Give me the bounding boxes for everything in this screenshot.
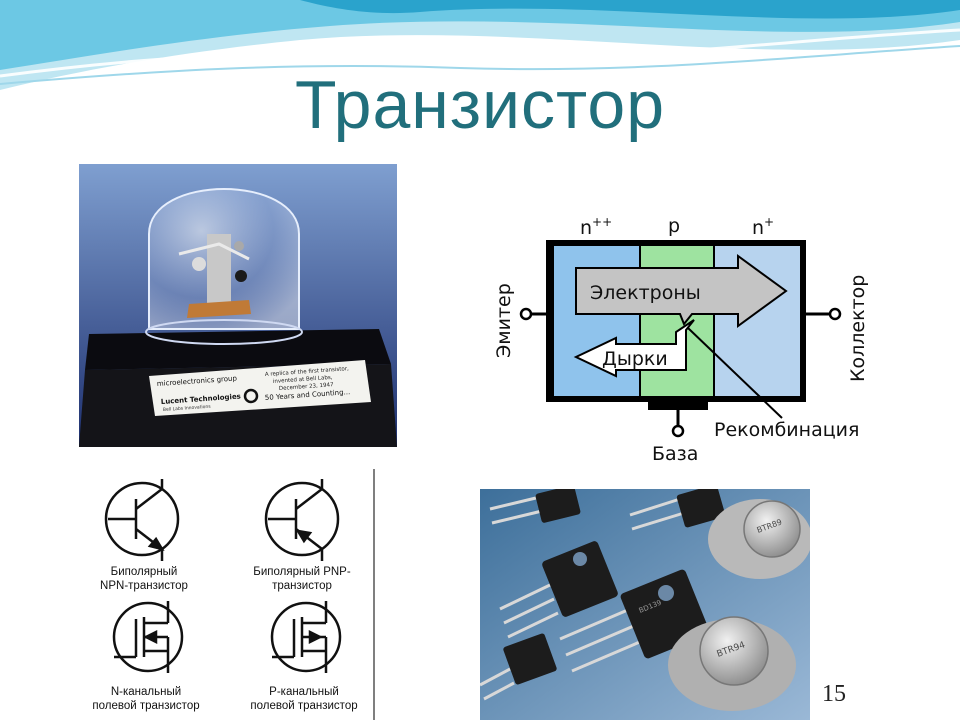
- plaque-ring-icon: [243, 388, 259, 404]
- label-n-plus-plus: n++: [580, 215, 612, 239]
- transistor-replica-photo: microelectronics group A replica of the …: [79, 164, 397, 447]
- npn-caption: Биполярный NPN-транзистор: [100, 566, 188, 592]
- electrons-arrow: [575, 254, 788, 328]
- transistor-packages-photo: BTR89 BTR94 BD139: [480, 489, 810, 720]
- page-number: 15: [822, 681, 846, 707]
- header-waves: [0, 0, 960, 90]
- p-channel-fet-icon: [270, 601, 342, 673]
- slide-title: Транзистор: [294, 67, 666, 143]
- p-fet-caption: P-канальный полевой транзистор: [250, 686, 358, 712]
- plaque-line4: December 23, 1947: [279, 382, 335, 392]
- emitter-label: Эмитер: [493, 283, 515, 358]
- pnp-caption: Биполярный PNP- транзистор: [253, 566, 351, 592]
- plaque-brand-sub: Bell Labs Innovations: [163, 404, 212, 413]
- electrons-label: Электроны: [590, 282, 701, 304]
- holes-arrow: [573, 319, 695, 378]
- plaque-line2: A replica of the first transistor,: [265, 366, 350, 378]
- label-p: p: [668, 215, 680, 237]
- transistor-symbols-panel: Биполярный NPN-транзистор Биполярный PNP…: [74, 469, 376, 720]
- holes-label: Дырки: [602, 348, 668, 370]
- emitter-terminal: [519, 307, 533, 321]
- n-channel-fet-icon: [112, 601, 184, 673]
- label-n-plus: n+: [752, 215, 774, 239]
- pnp-symbol-icon: [264, 479, 340, 561]
- n-fet-caption: N-канальный полевой транзистор: [92, 686, 200, 712]
- npn-symbol-icon: [104, 479, 180, 561]
- plaque-line3: invented at Bell Labs,: [273, 375, 333, 385]
- collector-terminal: [828, 307, 842, 321]
- base-label: База: [652, 443, 698, 465]
- transistor-structure-diagram: n++ p n+ Электроны Дырки Эмитер Коллекто…: [493, 215, 869, 465]
- base-terminal: [671, 424, 685, 438]
- recombination-label: Рекомбинация: [714, 419, 859, 441]
- recombination-pointer: [687, 327, 783, 419]
- collector-label: Коллектор: [847, 275, 869, 382]
